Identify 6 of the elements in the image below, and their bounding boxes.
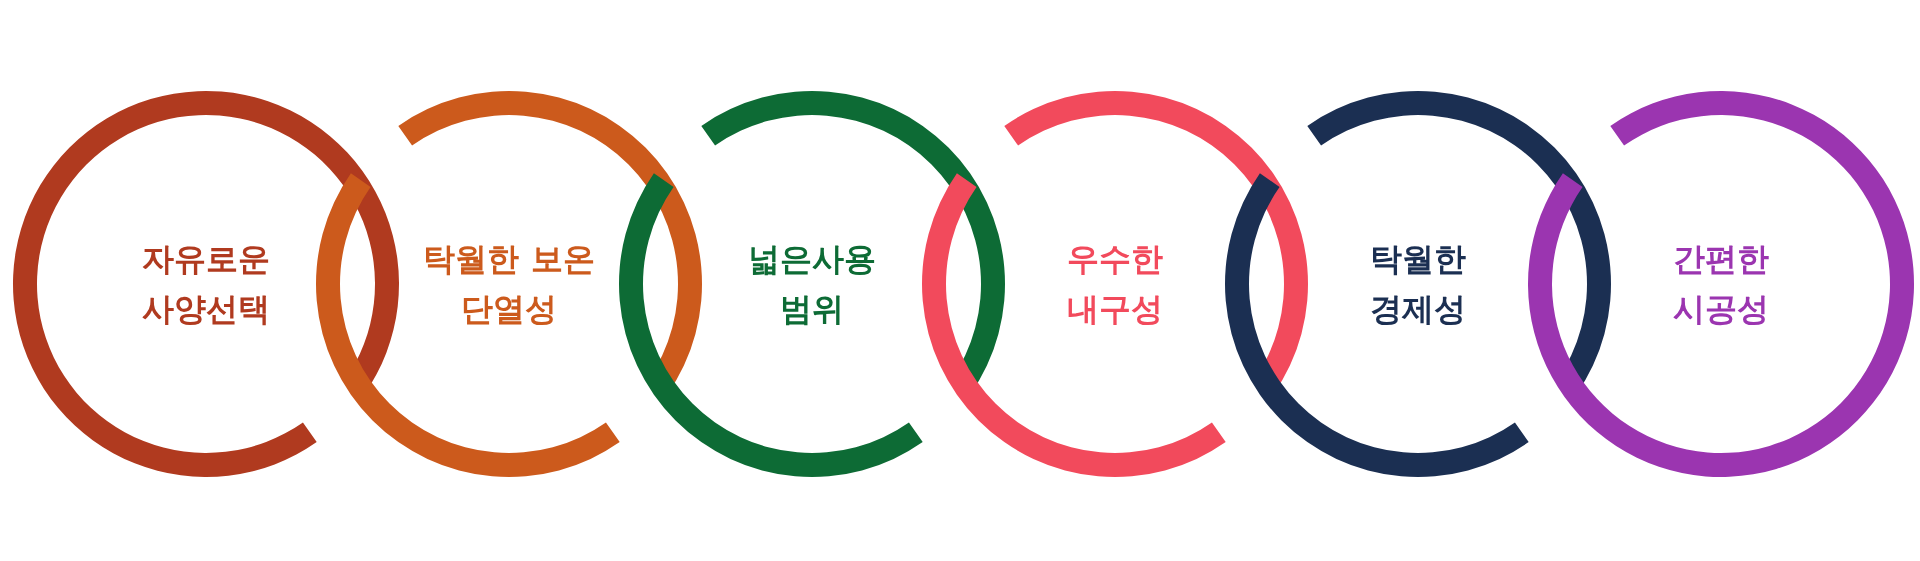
- ring-label: 우수한 내구성: [1066, 239, 1164, 330]
- ring-label: 간편한 시공성: [1672, 239, 1770, 330]
- ring-label: 탁월한 보온 단열성: [422, 239, 596, 330]
- ring-label: 넓은사용 범위: [747, 239, 877, 330]
- ring-label: 탁월한 경제성: [1369, 239, 1467, 330]
- ring-label: 자유로운 사양선택: [141, 239, 271, 330]
